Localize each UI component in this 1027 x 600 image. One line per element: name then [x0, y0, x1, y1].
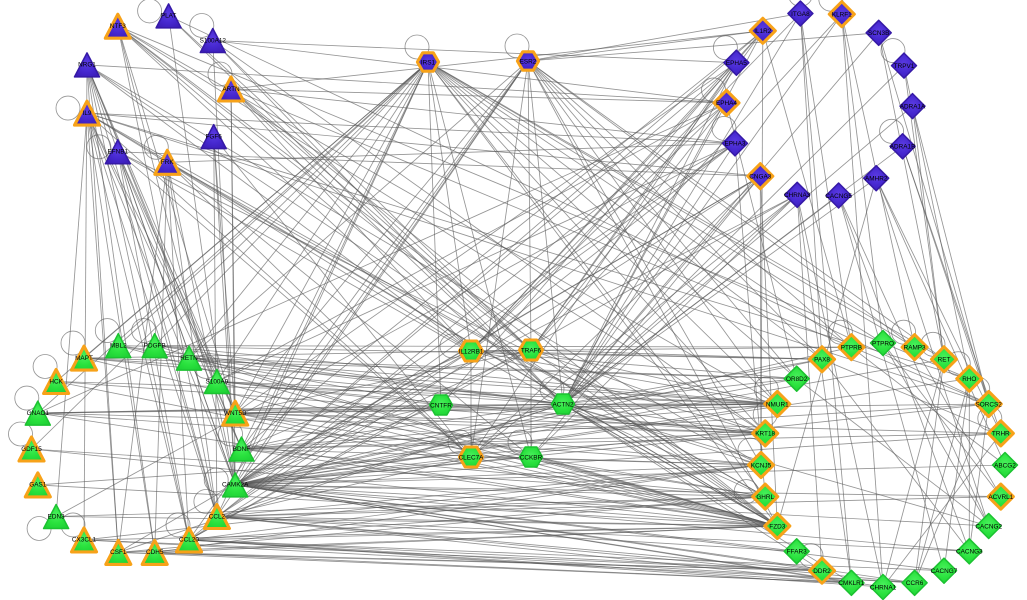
svg-text:BDNF: BDNF — [233, 446, 250, 453]
svg-text:ADRA1B: ADRA1B — [890, 144, 916, 151]
svg-text:RETN: RETN — [180, 355, 198, 362]
svg-text:FFAR3: FFAR3 — [787, 549, 807, 556]
svg-text:NTF3: NTF3 — [110, 23, 126, 30]
svg-text:S100A12: S100A12 — [200, 37, 227, 44]
svg-text:DDR2: DDR2 — [813, 568, 831, 575]
svg-text:IRS1: IRS1 — [421, 59, 436, 66]
svg-text:HCK: HCK — [49, 378, 63, 385]
svg-text:CACNG5: CACNG5 — [825, 193, 852, 200]
svg-text:KLRF1: KLRF1 — [832, 12, 852, 19]
svg-text:EPHA4: EPHA4 — [716, 100, 737, 107]
svg-text:ESR2: ESR2 — [520, 58, 537, 65]
svg-text:EPHA5: EPHA5 — [726, 60, 747, 67]
svg-text:PTPRB: PTPRB — [841, 345, 862, 352]
svg-text:NRG1: NRG1 — [78, 62, 96, 69]
svg-text:SCN3B: SCN3B — [868, 30, 889, 37]
svg-text:CMKLR1: CMKLR1 — [838, 580, 864, 587]
svg-text:CSF1: CSF1 — [110, 549, 127, 556]
svg-text:PAX8: PAX8 — [814, 357, 830, 364]
svg-text:GAS1: GAS1 — [29, 482, 46, 489]
svg-text:RAMP3: RAMP3 — [904, 345, 926, 352]
svg-text:KRT18: KRT18 — [755, 431, 775, 438]
svg-text:GHRL: GHRL — [756, 494, 774, 501]
svg-text:FZD3: FZD3 — [769, 523, 785, 530]
svg-text:CNGA3: CNGA3 — [749, 174, 771, 181]
svg-text:CAMK2A: CAMK2A — [222, 482, 249, 489]
svg-text:IL9: IL9 — [83, 110, 92, 117]
svg-text:AMHR2: AMHR2 — [865, 176, 888, 183]
svg-text:CHRNA1: CHRNA1 — [870, 584, 897, 591]
svg-text:CNTFR: CNTFR — [430, 402, 452, 409]
svg-text:CCKBR: CCKBR — [520, 454, 543, 461]
svg-text:FGF6: FGF6 — [206, 133, 223, 140]
svg-text:TRAF6: TRAF6 — [521, 347, 542, 354]
svg-text:KCNJ5: KCNJ5 — [751, 462, 772, 469]
svg-text:CACNG2: CACNG2 — [975, 523, 1002, 530]
svg-text:TRHR: TRHR — [992, 431, 1010, 438]
svg-text:RET: RET — [938, 357, 951, 364]
svg-text:PLAT: PLAT — [161, 13, 177, 20]
svg-text:EDN3: EDN3 — [48, 513, 65, 520]
svg-text:ACTN2: ACTN2 — [553, 401, 574, 408]
svg-text:PDGFB: PDGFB — [144, 342, 166, 349]
svg-text:CCR6: CCR6 — [906, 580, 924, 587]
svg-text:CX3CL1: CX3CL1 — [72, 537, 97, 544]
svg-text:PTPRO: PTPRO — [872, 340, 894, 347]
svg-text:MAPT: MAPT — [75, 355, 93, 362]
svg-text:MBL2: MBL2 — [110, 342, 127, 349]
svg-text:IL12RB1: IL12RB1 — [459, 348, 484, 355]
svg-text:ABCG2: ABCG2 — [994, 462, 1016, 469]
svg-text:S100A9: S100A9 — [206, 378, 229, 385]
svg-text:ITGA8: ITGA8 — [791, 11, 810, 18]
svg-text:RHO: RHO — [962, 376, 976, 383]
svg-text:EFNB1: EFNB1 — [107, 149, 128, 156]
svg-text:CHRNA3: CHRNA3 — [784, 192, 811, 199]
svg-text:NMUR1: NMUR1 — [766, 401, 789, 408]
svg-text:CDH5: CDH5 — [146, 549, 164, 556]
svg-text:GNAO1: GNAO1 — [27, 410, 50, 417]
svg-text:ACVRL1: ACVRL1 — [988, 494, 1013, 501]
svg-text:SORCS2: SORCS2 — [976, 401, 1003, 408]
svg-text:IL1R2: IL1R2 — [754, 28, 771, 35]
svg-text:ADRA1A: ADRA1A — [900, 103, 926, 110]
svg-text:OR8D2: OR8D2 — [786, 376, 808, 383]
svg-text:CACNG7: CACNG7 — [931, 568, 958, 575]
svg-text:CLEC7A: CLEC7A — [459, 454, 485, 461]
svg-text:CCL2: CCL2 — [209, 513, 226, 520]
svg-text:TRPV1: TRPV1 — [894, 63, 915, 70]
svg-text:CCL20: CCL20 — [179, 537, 199, 544]
svg-text:FRK: FRK — [161, 159, 175, 166]
svg-text:WNT5B: WNT5B — [224, 410, 246, 417]
svg-text:ARTN: ARTN — [222, 86, 240, 93]
svg-text:CACNG3: CACNG3 — [956, 549, 983, 556]
svg-text:EPHA3: EPHA3 — [725, 141, 746, 148]
svg-text:GDF15: GDF15 — [21, 446, 42, 453]
